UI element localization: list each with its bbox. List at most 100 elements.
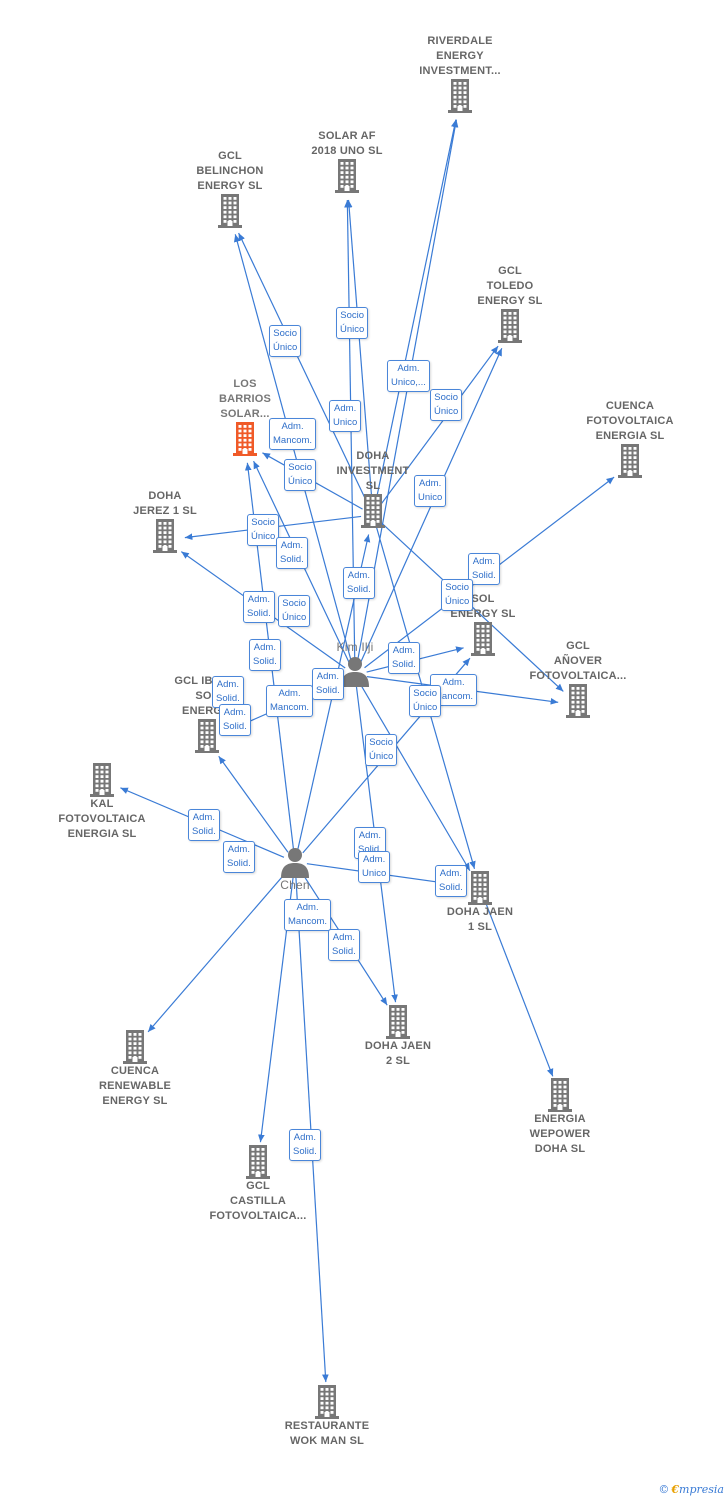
company-node-doha_jerez[interactable]: DOHA JEREZ 1 SL (100, 489, 230, 553)
company-node-doha_jaen1[interactable]: DOHA JAEN 1 SL (415, 871, 545, 935)
building-icon (395, 79, 525, 113)
company-node-energia_wp[interactable]: ENERGIA WEPOWER DOHA SL (495, 1078, 625, 1157)
building-icon (418, 622, 548, 656)
company-node-restaurante[interactable]: RESTAURANTE WOK MAN SL (262, 1385, 392, 1449)
company-node-gcl_iberia[interactable]: GCL IBERIA SOL ENERG... (142, 674, 272, 753)
relation-label[interactable]: Adm. Solid. (328, 929, 360, 961)
building-icon (37, 763, 167, 797)
empresia-logo-initial: € (671, 1483, 680, 1496)
relation-label[interactable]: Adm. Solid. (343, 567, 375, 599)
relation-label[interactable]: Socio Único (430, 389, 463, 421)
building-icon (100, 519, 230, 553)
relation-label[interactable]: Adm. Solid. (219, 704, 251, 736)
relation-label[interactable]: Adm. Mancom. (269, 418, 317, 450)
building-icon (513, 684, 643, 718)
relation-label[interactable]: Adm. Solid. (243, 591, 275, 623)
relation-label[interactable]: Adm. Solid. (435, 865, 467, 897)
relation-label[interactable]: Socio Único (269, 325, 302, 357)
node-label: GCL BELINCHON ENERGY SL (196, 150, 264, 192)
building-icon (262, 1385, 392, 1419)
empresia-logo-text: mpresia (679, 1483, 724, 1496)
node-label: GCL TOLEDO ENERGY SL (477, 265, 543, 307)
building-icon (495, 1078, 625, 1112)
person-icon (230, 846, 360, 878)
person-node-kim[interactable]: Kim Ilji (290, 640, 420, 687)
company-node-cuenca_foto[interactable]: CUENCA FOTOVOLTAICA ENERGIA SL (565, 399, 695, 478)
relation-label[interactable]: Adm. Solid. (388, 642, 420, 674)
relation-label[interactable]: Socio Único (365, 734, 398, 766)
relation-label[interactable]: Socio Único (278, 595, 311, 627)
node-label: ENERGIA WEPOWER DOHA SL (529, 1113, 591, 1155)
relation-label[interactable]: Socio Único (336, 307, 369, 339)
building-icon (142, 719, 272, 753)
node-label: CUENCA FOTOVOLTAICA ENERGIA SL (586, 400, 674, 442)
relation-label[interactable]: Adm. Unico (414, 475, 447, 507)
node-label: GCL IBERIA SOL ENERG... (174, 675, 239, 717)
person-node-chen[interactable]: Chen (230, 846, 360, 893)
company-node-gcl_toledo[interactable]: GCL TOLEDO ENERGY SL (445, 264, 575, 343)
relation-label[interactable]: Adm. Mancom. (284, 899, 332, 931)
relation-label[interactable]: Socio Único (409, 685, 442, 717)
building-icon (565, 444, 695, 478)
node-label: Chen (280, 878, 310, 892)
relation-label[interactable]: Adm. Solid. (212, 676, 244, 708)
company-node-gcl_castilla[interactable]: GCL CASTILLA FOTOVOLTAICA... (193, 1145, 323, 1224)
relation-label[interactable]: Adm. Solid. (223, 841, 255, 873)
building-icon (70, 1030, 200, 1064)
node-label: SOL ENERGY SL (450, 593, 516, 620)
relation-label[interactable]: Adm. Unico,... (387, 360, 430, 392)
edge-chen-cuenca_ren (147, 870, 288, 1033)
relation-label[interactable]: Adm. Unico (329, 400, 362, 432)
company-node-solar_af[interactable]: SOLAR AF 2018 UNO SL (282, 129, 412, 193)
edge-chen-gcl_iberia (218, 755, 289, 853)
relation-label[interactable]: Adm. Solid. (468, 553, 500, 585)
node-label: DOHA JEREZ 1 SL (133, 490, 197, 517)
edge-doha_inv-solar_af (345, 199, 373, 504)
company-node-sol_energy[interactable]: SOL ENERGY SL (418, 592, 548, 656)
relation-label[interactable]: Socio Único (284, 459, 317, 491)
company-node-doha_jaen2[interactable]: DOHA JAEN 2 SL (333, 1005, 463, 1069)
edge-doha_inv-gcl_toledo (379, 345, 499, 506)
node-label: CUENCA RENEWABLE ENERGY SL (98, 1065, 172, 1107)
building-icon (282, 159, 412, 193)
edge-kim-doha_jaen1 (360, 685, 471, 872)
building-icon (415, 871, 545, 905)
relation-label[interactable]: Socio Único (247, 514, 280, 546)
node-label: Kim Ilji (336, 640, 374, 654)
node-label: SOLAR AF 2018 UNO SL (311, 130, 383, 157)
node-label: LOS BARRIOS SOLAR... (218, 378, 272, 420)
company-node-kal[interactable]: KAL FOTOVOLTAICA ENERGIA SL (37, 763, 167, 842)
company-node-riverdale[interactable]: RIVERDALE ENERGY INVESTMENT... (395, 34, 525, 113)
relation-label[interactable]: Adm. Solid. (249, 639, 281, 671)
relation-label[interactable]: Adm. Unico (358, 851, 391, 883)
building-icon (333, 1005, 463, 1039)
company-node-gcl_anover[interactable]: GCL AÑOVER FOTOVOLTAICA... (513, 639, 643, 718)
relation-label[interactable]: Adm. Solid. (276, 537, 308, 569)
relation-label[interactable]: Adm. Solid. (312, 668, 344, 700)
building-icon (180, 422, 310, 456)
node-label: KAL FOTOVOLTAICA ENERGIA SL (58, 798, 146, 840)
empresia-footer[interactable]: ©€mpresia (658, 1483, 724, 1496)
node-label: RESTAURANTE WOK MAN SL (284, 1420, 370, 1447)
relation-label[interactable]: Adm. Solid. (289, 1129, 321, 1161)
relation-label[interactable]: Socio Único (441, 579, 474, 611)
company-node-cuenca_ren[interactable]: CUENCA RENEWABLE ENERGY SL (70, 1030, 200, 1109)
edge-doha_jaen1-energia_wp (483, 898, 554, 1077)
building-icon (193, 1145, 323, 1179)
relation-label[interactable]: Adm. Mancom. (266, 685, 314, 717)
company-node-doha_inv[interactable]: DOHA INVESTMENT SL (308, 449, 438, 528)
company-node-gcl_belinchon[interactable]: GCL BELINCHON ENERGY SL (165, 149, 295, 228)
building-icon (165, 194, 295, 228)
node-label: GCL CASTILLA FOTOVOLTAICA... (209, 1180, 307, 1222)
node-label: GCL AÑOVER FOTOVOLTAICA... (529, 640, 627, 682)
node-label: DOHA INVESTMENT SL (336, 450, 410, 492)
edge-doha_inv-riverdale (374, 119, 458, 504)
copyright-icon: © (658, 1483, 670, 1496)
company-node-los_barrios[interactable]: LOS BARRIOS SOLAR... (180, 377, 310, 456)
relation-label[interactable]: Adm. Solid. (188, 809, 220, 841)
node-label: DOHA JAEN 1 SL (446, 906, 514, 933)
node-label: DOHA JAEN 2 SL (364, 1040, 432, 1067)
building-icon (445, 309, 575, 343)
person-icon (290, 655, 420, 687)
